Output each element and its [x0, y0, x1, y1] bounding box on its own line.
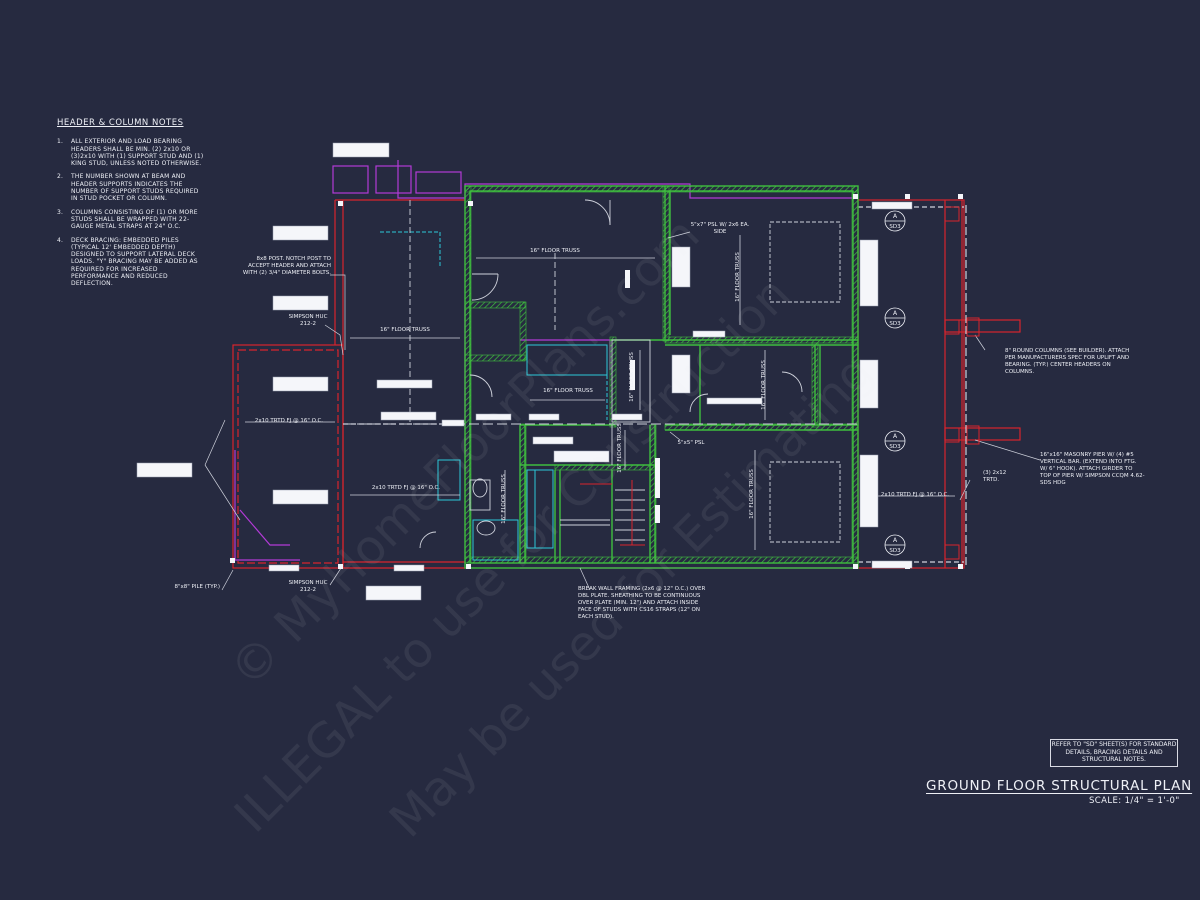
- callout-8x8-post: 8x8 POST. NOTCH POST TO ACCEPT HEADER AN…: [243, 256, 331, 276]
- note-item: 4. DECK BRACING: EMBEDDED PILES (TYPICAL…: [57, 236, 198, 288]
- svg-text:SD3: SD3: [889, 321, 901, 327]
- hatched-walls: [464, 185, 859, 564]
- note-item: 2. THE NUMBER SHOWN AT BEAM AND HEADER S…: [57, 173, 199, 203]
- label-truss-v5: 16" FLOOR TRUSS: [617, 423, 623, 473]
- callout-simpson-top: SIMPSON HUC 212-2: [289, 314, 328, 327]
- stair-rail: [580, 480, 645, 546]
- label-truss-v6: 16" FLOOR TRUSS: [501, 474, 507, 524]
- note-item: 1. ALL EXTERIOR AND LOAD BEARING HEADERS…: [57, 138, 204, 168]
- callout-2x12-trtd: (3) 2x12 TRTD.: [983, 470, 1006, 483]
- label-truss-top: 16" FLOOR TRUSS: [530, 248, 580, 254]
- callout-round-columns: 8" ROUND COLUMNS (SEE BUILDER). ATTACH P…: [1005, 348, 1129, 375]
- reference-note-box: REFER TO "SD" SHEET(S) FOR STANDARD DETA…: [1050, 739, 1178, 767]
- right-deck-framing: [857, 199, 1021, 569]
- svg-text:SD3: SD3: [889, 548, 901, 554]
- svg-text:A: A: [893, 433, 898, 440]
- label-truss-v1: 16" FLOOR TRUSS: [735, 252, 741, 302]
- header-column-notes: HEADER & COLUMN NOTES 1. ALL EXTERIOR AN…: [57, 118, 207, 294]
- note-item: 3. COLUMNS CONSISTING OF (1) OR MORE STU…: [57, 208, 198, 231]
- svg-text:A: A: [893, 310, 898, 317]
- round-columns: [944, 206, 980, 560]
- svg-text:SD3: SD3: [889, 224, 901, 230]
- section-tag: A SD3: [884, 430, 906, 452]
- svg-text:SD3: SD3: [889, 444, 901, 450]
- callout-break-wall: BREAK WALL FRAMING (2x6 @ 12" O.C.) OVER…: [578, 586, 705, 620]
- callout-psl-5x7: 5"x7" PSL W/ 2x6 EA. SIDE: [691, 222, 750, 235]
- section-tag: A SD3: [884, 307, 906, 329]
- section-tag: A SD3: [884, 210, 906, 232]
- tag-boxes: [136, 142, 913, 601]
- label-truss-v2: 16" FLOOR TRUSS: [761, 360, 767, 410]
- section-tag: A SD3: [884, 534, 906, 556]
- reference-note: REFER TO "SD" SHEET(S) FOR STANDARD DETA…: [1051, 741, 1177, 763]
- notes-title: HEADER & COLUMN NOTES: [57, 118, 184, 128]
- plan-scale: SCALE: 1/4" = 1'-0": [1089, 796, 1180, 806]
- svg-text:A: A: [893, 537, 898, 544]
- label-truss-left: 16" FLOOR TRUSS: [380, 327, 430, 333]
- label-deck-center: 2x10 TRTD FJ @ 16" O.C.: [372, 485, 440, 491]
- callout-psl-5x5: 5"x5" PSL: [678, 440, 705, 446]
- label-truss-mid: 16" FLOOR TRUSS: [543, 388, 593, 394]
- plan-title: GROUND FLOOR STRUCTURAL PLAN: [926, 778, 1193, 794]
- svg-text:A: A: [893, 213, 898, 220]
- label-deck-right: 2x10 TRTD FJ @ 16" O.C.: [881, 492, 949, 498]
- label-truss-v4: 16" FLOOR TRUSS: [629, 352, 635, 402]
- callout-pile: 8"x8" PILE (TYP.): [174, 584, 220, 590]
- callout-simpson-bottom: SIMPSON HUC 212-2: [289, 580, 328, 593]
- label-truss-v3: 16" FLOOR TRUSS: [749, 469, 755, 519]
- label-deck-left: 2x10 TRTD FJ @ 16" O.C.: [255, 418, 323, 424]
- span-arrows: [245, 235, 955, 550]
- interior-linework: [343, 199, 858, 549]
- posts: [230, 194, 963, 569]
- callout-masonry-pier: 16"x16" MASONRY PIER W/ (4) #5 VERTICAL …: [1040, 452, 1145, 486]
